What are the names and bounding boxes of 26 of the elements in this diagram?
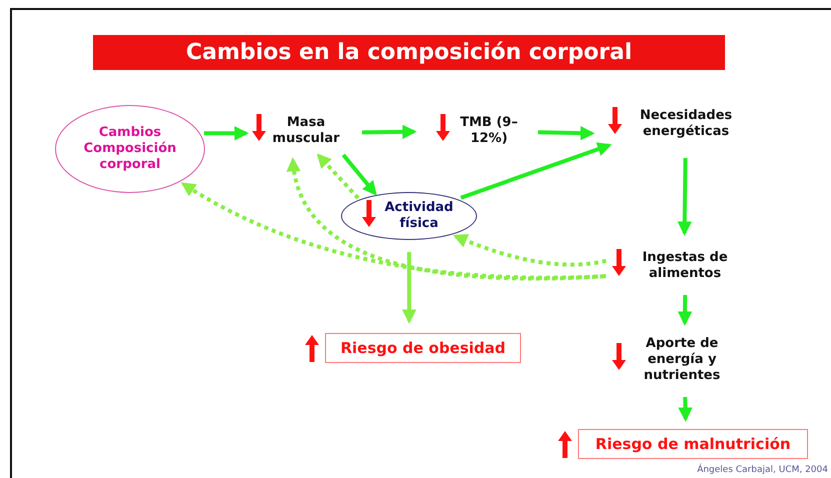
node-label: Cambios Composición corporal — [82, 124, 178, 174]
node-label: TMB (9–12%) — [459, 114, 519, 148]
dashed-arrow — [452, 234, 606, 267]
arrow — [538, 126, 595, 140]
arrow — [362, 124, 417, 140]
dashed-arrow — [180, 182, 606, 280]
arrow — [342, 154, 377, 196]
arrow — [677, 158, 692, 236]
arrow — [204, 126, 249, 140]
node-label: Masa muscular — [271, 114, 341, 148]
node-label: Riesgo de obesidad — [340, 338, 506, 358]
arrow — [402, 252, 416, 324]
node-label: Necesidades energéticas — [638, 108, 734, 140]
node-label: Actividad física — [384, 200, 454, 232]
node-label: Riesgo de malnutrición — [595, 434, 791, 454]
risk-box — [325, 333, 521, 363]
arrow — [678, 294, 692, 326]
arrow — [678, 396, 693, 422]
dashed-arrow — [288, 157, 604, 280]
arrow — [460, 142, 612, 200]
node-label: Aporte de energía y nutrientes — [642, 336, 722, 384]
node-label: Ingestas de alimentos — [641, 250, 729, 282]
title-banner: Cambios en la composición corporal — [93, 35, 725, 70]
risk-box — [578, 429, 808, 459]
credit-note: Ángeles Carbajal, UCM, 2004 — [697, 465, 828, 475]
dashed-arrow — [316, 153, 360, 200]
